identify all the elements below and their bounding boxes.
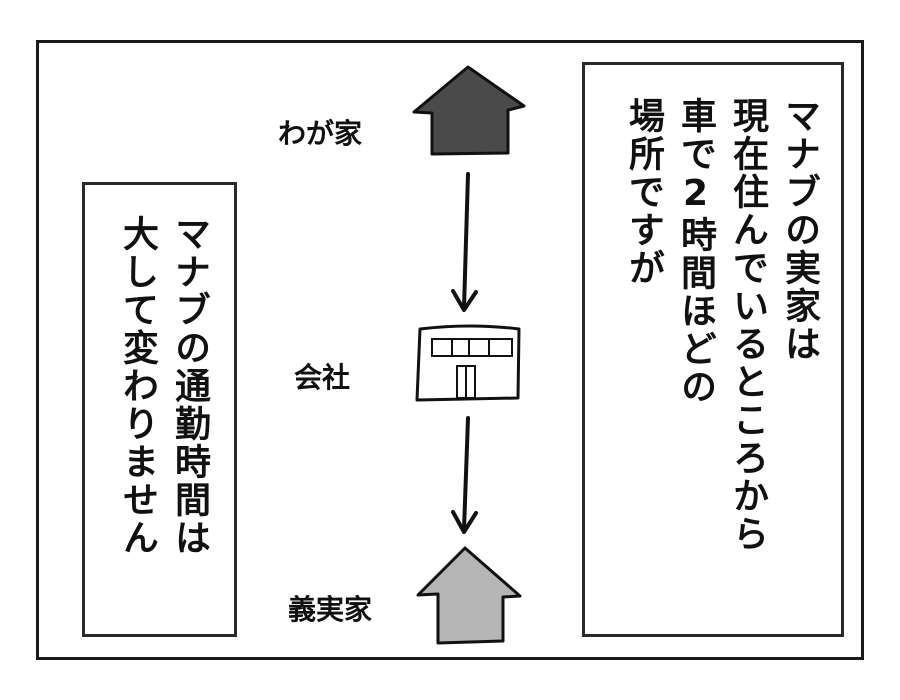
arrow-down-icon <box>451 172 478 312</box>
house-icon-gray <box>416 546 522 645</box>
right-caption-line-2: 現在住んでいるところから <box>727 97 768 553</box>
label-in-laws: 義実家 <box>288 593 373 626</box>
right-caption-box: マナブの実家は 現在住んでいるところから 車で2時間ほどの 場所ですが <box>582 62 844 637</box>
left-caption-line-2: 大して変わりません <box>117 215 158 557</box>
right-caption-line-1: マナブの実家は <box>779 97 820 363</box>
comic-panel-frame <box>36 40 864 660</box>
left-caption-line-1: マナブの通勤時間は <box>169 215 210 557</box>
left-caption-box: マナブの通勤時間は 大して変わりません <box>82 182 237 637</box>
office-building-icon <box>415 324 521 402</box>
label-office: 会社 <box>294 361 351 394</box>
house-icon-dark <box>412 65 526 156</box>
right-caption-line-4: 場所ですが <box>623 97 664 287</box>
right-caption-line-3: 車で2時間ほどの <box>675 97 716 406</box>
label-home: わが家 <box>278 117 363 150</box>
arrow-down-icon <box>451 416 478 534</box>
